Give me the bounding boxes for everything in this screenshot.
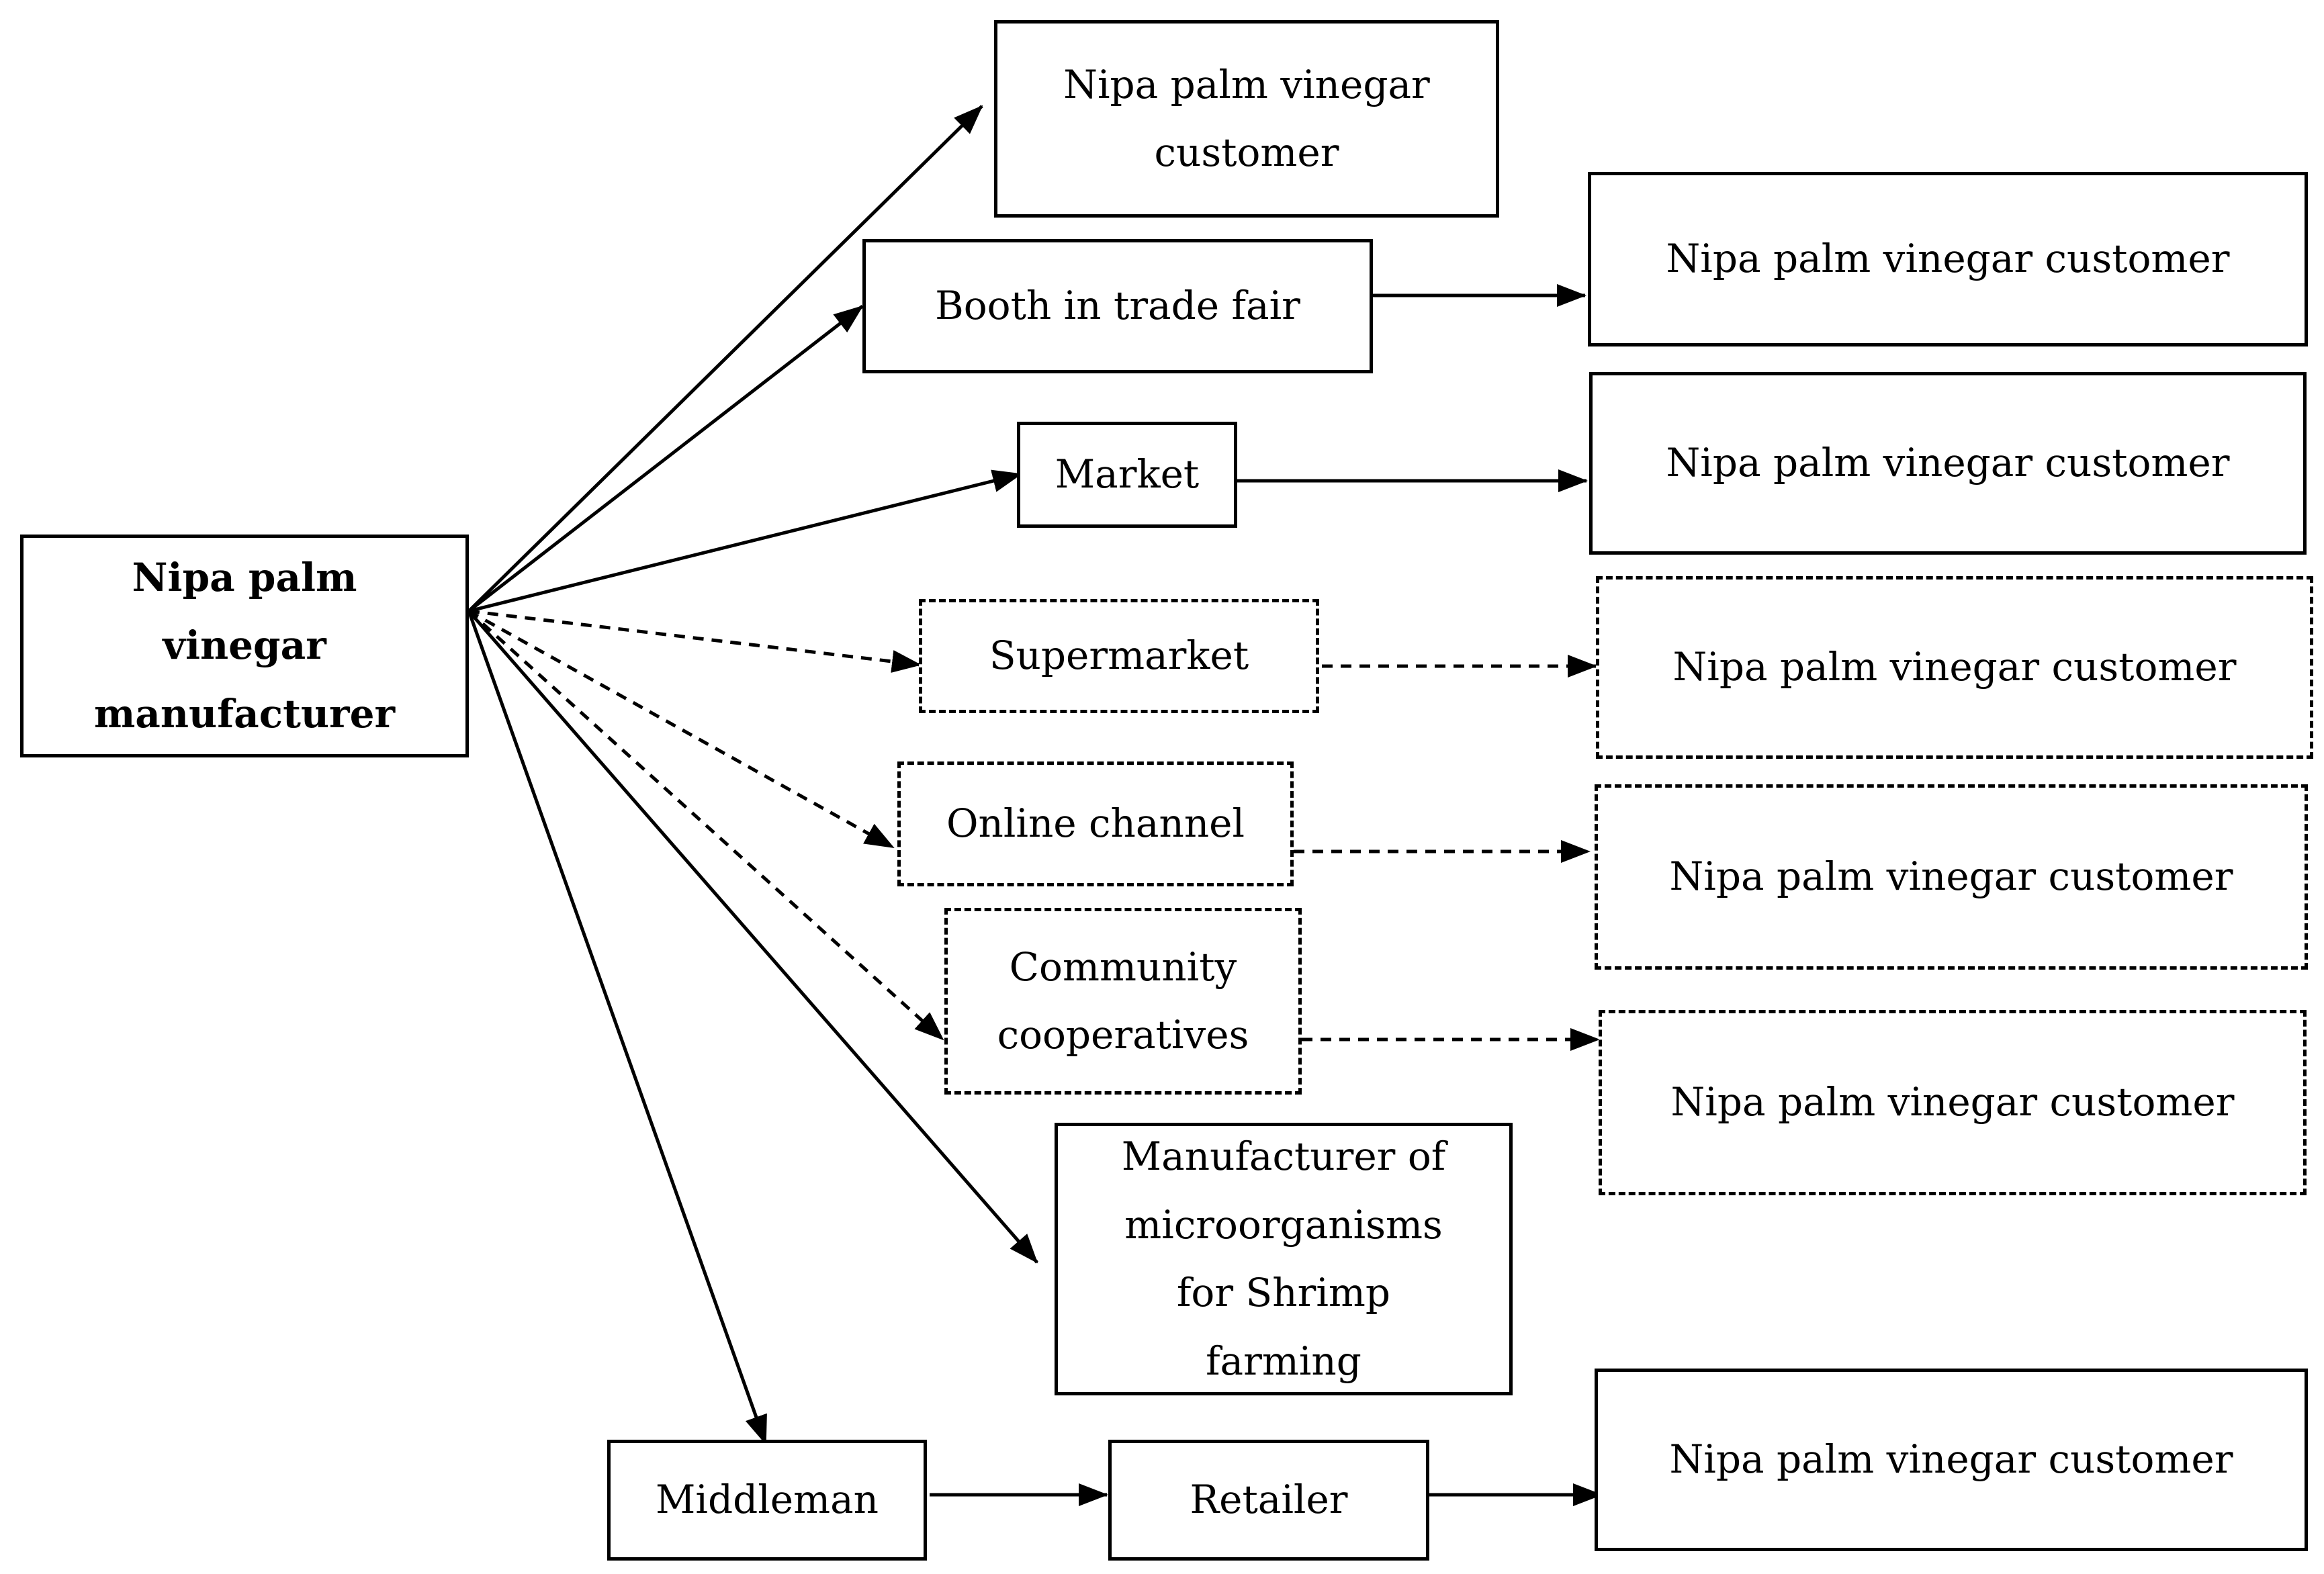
node-customer-booth: Nipa palm vinegar customer xyxy=(1588,172,2308,346)
node-booth-label: Booth in trade fair xyxy=(935,283,1300,329)
edge-manufacturer-to-online xyxy=(467,609,895,849)
node-supermarket-label: Supermarket xyxy=(989,633,1249,679)
node-customer-market: Nipa palm vinegar customer xyxy=(1589,372,2307,555)
node-customer-online: Nipa palm vinegar customer xyxy=(1595,784,2308,970)
node-manufacturer: Nipa palm vinegar manufacturer xyxy=(20,535,469,757)
node-middleman-label: Middleman xyxy=(656,1477,879,1523)
node-middleman: Middleman xyxy=(607,1440,927,1561)
node-manufacturer-label: Nipa palm vinegar manufacturer xyxy=(93,554,396,737)
node-online-label: Online channel xyxy=(946,800,1245,847)
node-customer-direct-label: Nipa palm vinegar customer xyxy=(1063,61,1430,176)
node-community-cooperatives: Community cooperatives xyxy=(944,908,1302,1095)
node-microorganisms-manufacturer: Manufacturer of microorganisms for Shrim… xyxy=(1055,1123,1513,1395)
edge-manufacturer-to-microorganisms xyxy=(467,610,1038,1264)
node-customer-retailer-label: Nipa palm vinegar customer xyxy=(1669,1436,2233,1483)
edge-manufacturer-to-supermarket xyxy=(468,609,922,673)
node-customer-retailer: Nipa palm vinegar customer xyxy=(1595,1369,2308,1551)
node-customer-community-label: Nipa palm vinegar customer xyxy=(1670,1079,2235,1125)
node-market: Market xyxy=(1017,422,1237,528)
node-online-channel: Online channel xyxy=(897,761,1294,886)
edge-manufacturer-to-booth xyxy=(467,305,864,612)
node-customer-booth-label: Nipa palm vinegar customer xyxy=(1666,236,2230,282)
edge-manufacturer-to-market xyxy=(468,469,1022,613)
node-customer-supermarket-label: Nipa palm vinegar customer xyxy=(1672,644,2237,690)
node-market-label: Market xyxy=(1055,451,1200,498)
edge-manufacturer-to-community xyxy=(467,610,944,1041)
node-supermarket: Supermarket xyxy=(919,599,1319,713)
node-microorganisms-label: Manufacturer of microorganisms for Shrim… xyxy=(1121,1133,1446,1384)
node-community-label: Community cooperatives xyxy=(997,943,1249,1058)
node-customer-direct: Nipa palm vinegar customer xyxy=(994,20,1499,218)
edge-manufacturer-to-customer xyxy=(467,105,983,612)
node-customer-market-label: Nipa palm vinegar customer xyxy=(1666,440,2230,486)
node-retailer-label: Retailer xyxy=(1190,1477,1348,1523)
node-customer-supermarket: Nipa palm vinegar customer xyxy=(1596,576,2313,759)
node-booth-trade-fair: Booth in trade fair xyxy=(862,239,1373,373)
node-customer-online-label: Nipa palm vinegar customer xyxy=(1669,853,2233,900)
node-customer-community: Nipa palm vinegar customer xyxy=(1599,1010,2307,1195)
node-retailer: Retailer xyxy=(1108,1440,1429,1561)
edge-manufacturer-to-middleman xyxy=(467,610,768,1445)
